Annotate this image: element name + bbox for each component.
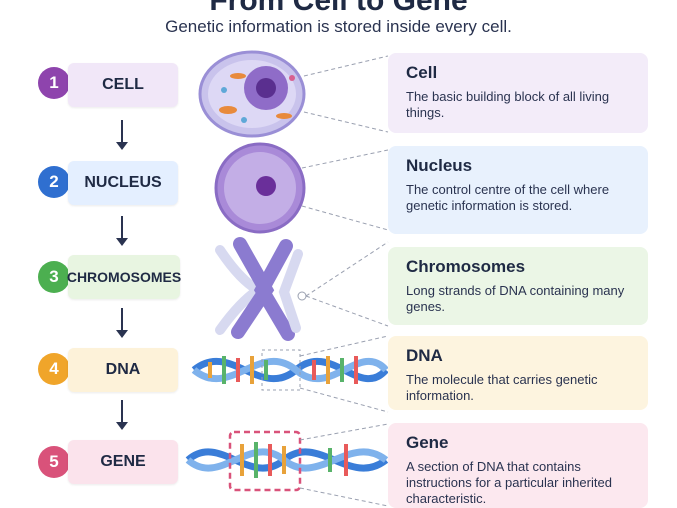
card-title: Gene [406,433,449,452]
card-description: The control centre of the cell where gen… [406,182,610,213]
card-title: Cell [406,63,438,82]
card-dna: DNA The molecule that carries genetic in… [388,336,648,410]
chromosome-illustration [215,237,307,341]
arrow-down-icon [116,216,128,246]
step-4-badge: 4 [38,353,70,385]
step-3-badge: 3 [38,261,70,293]
card-nucleus: Nucleus The control centre of the cell w… [388,146,648,234]
arrow-down-icon [116,120,128,150]
card-description: A section of DNA that contains instructi… [406,459,612,506]
card-description: The molecule that carries genetic inform… [406,372,598,403]
page-subtitle: Genetic information is stored inside eve… [165,17,512,36]
cell-illustration [198,50,306,138]
card-title: DNA [406,346,443,365]
arrow-down-icon [116,308,128,338]
card-title: Chromosomes [406,257,526,276]
step-5-label-box: GENE [68,440,178,484]
card-gene: Gene A section of DNA that contains inst… [388,423,648,508]
page-title: From Cell to Gene [209,0,468,17]
arrow-down-icon [116,400,128,430]
card-cell: Cell The basic building block of all liv… [388,53,648,133]
step-5-badge: 5 [38,446,70,478]
step-3-label-box: CHROMOSOMES [67,255,181,299]
gene-illustration [185,430,389,492]
card-description: Long strands of DNA containing many gene… [406,283,625,314]
step-1-label-box: CELL [68,63,178,107]
nucleus-illustration [214,142,306,234]
dna-illustration [191,349,389,391]
step-2-badge: 2 [38,166,70,198]
step-1-badge: 1 [38,67,70,99]
step-4-label-box: DNA [68,348,178,392]
step-2-label-box: NUCLEUS [68,161,178,205]
illustration-column [185,50,389,507]
card-chromosomes: Chromosomes Long strands of DNA containi… [388,247,648,325]
card-description: The basic building block of all living t… [406,89,610,120]
card-title: Nucleus [406,156,473,175]
